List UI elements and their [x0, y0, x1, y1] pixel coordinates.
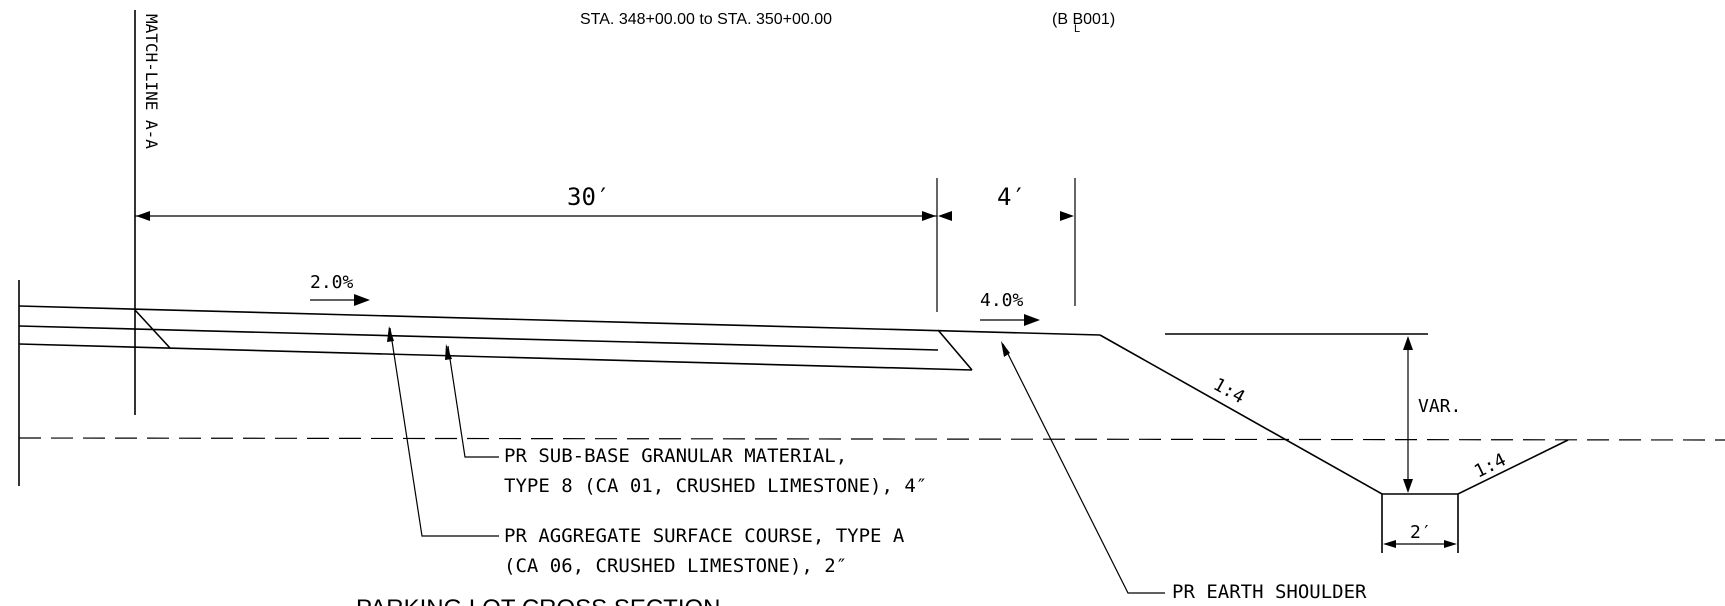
station-range-label: STA. 348+00.00 to STA. 350+00.00	[580, 11, 832, 28]
pavement-width-arrow-left	[136, 211, 150, 221]
subbase-right-wedge	[937, 329, 973, 371]
surface-course-leader-arrowhead	[387, 326, 394, 342]
pavement-cross-slope-arrowhead	[354, 294, 370, 306]
existing-ground-line	[18, 437, 1725, 441]
pavement-cross-slope-label: 2.0%	[310, 272, 354, 293]
earth-shoulder-callout: PR EARTH SHOULDER	[1172, 581, 1367, 603]
ditch-width-arrow-left	[1383, 540, 1396, 548]
baseline-reference-label: (B B001)	[1052, 11, 1115, 28]
shoulder-cross-slope-arrowhead	[1024, 314, 1040, 326]
backslope-label: 1:4	[1471, 449, 1509, 482]
ditch-profile	[1099, 334, 1569, 495]
ditch-width-arrow-right	[1444, 540, 1457, 548]
match-line-label: MATCH-LINE A-A	[142, 14, 161, 149]
subbase-callout-line2: TYPE 8 (CA 01, CRUSHED LIMESTONE), 4″	[504, 475, 927, 497]
shoulder-width-arrow-right	[1060, 211, 1074, 221]
foreslope-label: 1:4	[1210, 374, 1249, 408]
ditch-depth-arrow-bottom	[1403, 479, 1413, 493]
surface-course-callout-line1: PR AGGREGATE SURFACE COURSE, TYPE A	[504, 525, 905, 547]
pavement-width-arrow-right	[922, 211, 936, 221]
shoulder-cross-slope-label: 4.0%	[980, 290, 1024, 311]
subbase-callout-line1: PR SUB-BASE GRANULAR MATERIAL,	[504, 445, 847, 467]
ditch-depth-arrow-top	[1403, 336, 1413, 350]
surface-course-leader	[389, 327, 499, 537]
subbase-bottom-line	[18, 343, 973, 371]
shoulder-width-label: 4′	[997, 183, 1026, 211]
surface-course-callout-line2: (CA 06, CRUSHED LIMESTONE), 2″	[504, 555, 847, 577]
pavement-width-label: 30′	[567, 183, 610, 211]
ditch-depth-label: VAR.	[1418, 396, 1461, 417]
earth-shoulder-leader	[1002, 343, 1165, 594]
subbase-leader	[447, 345, 499, 458]
shoulder-width-arrow-left	[938, 211, 952, 221]
ditch-width-label: 2′	[1410, 522, 1432, 543]
surface-course-bottom-line	[18, 325, 939, 351]
earth-shoulder-leader-arrowhead	[1001, 341, 1010, 357]
pavement-surface-line	[18, 305, 1101, 336]
subbase-left-wedge	[134, 309, 171, 349]
baseline-subscript-letter: L	[1074, 23, 1080, 35]
subbase-leader-arrowhead	[445, 344, 452, 360]
drawing-title: PARKING LOT CROSS SECTION	[356, 595, 721, 606]
